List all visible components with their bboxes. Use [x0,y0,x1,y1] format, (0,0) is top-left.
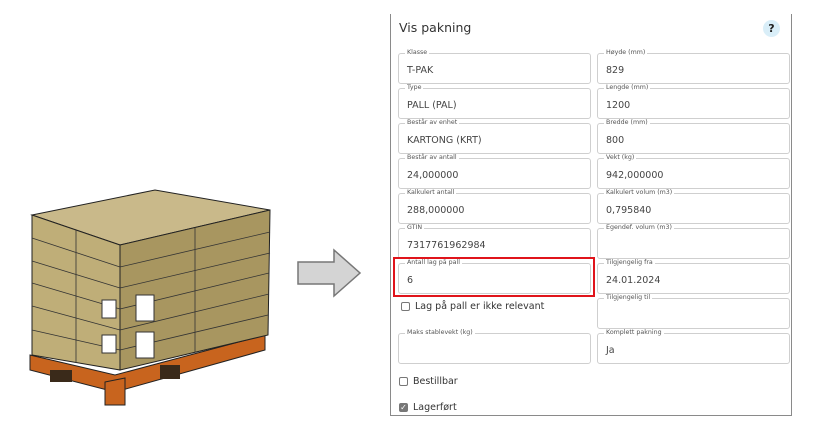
field-label: Høyde (mm) [604,49,648,57]
checkbox-lag-pa-pall-ikke-relevant[interactable]: Lag på pall er ikke relevant [401,301,544,312]
field-vekt[interactable]: Vekt (kg) 942,000000 [597,154,790,189]
highlight-box [393,257,595,297]
field-label: Bredde (mm) [604,119,650,127]
field-value: 7317761962984 [407,240,486,251]
field-value: PALL (PAL) [407,100,457,111]
field-label: Kalkulert antall [405,189,457,197]
field-label: Tilgjengelig til [604,294,653,302]
checkbox-box[interactable] [399,377,408,386]
checkbox-lagerfort[interactable]: ✓ Lagerført [399,402,457,413]
arrow-right-icon [297,248,362,298]
checkbox-label: Bestillbar [413,376,458,387]
field-value: 6 [407,275,414,286]
field-label: GTIN [405,224,425,232]
field-kalkulert-volum[interactable]: Kalkulert volum (m3) 0,795840 [597,189,790,224]
field-hoyde[interactable]: Høyde (mm) 829 [597,49,790,84]
field-label: Antall lag på pall [405,259,462,267]
field-label: Består av enhet [405,119,460,127]
checkmark-icon[interactable]: ✓ [399,402,408,412]
field-gtin[interactable]: GTIN 7317761962984 [398,224,591,259]
field-value: 288,000000 [407,205,465,216]
field-value: 24.01.2024 [606,275,661,286]
checkbox-label: Lag på pall er ikke relevant [415,301,545,312]
field-label: Maks stablevekt (kg) [405,329,475,337]
field-label: Tilgjengelig fra [604,259,655,267]
help-button[interactable]: ? [763,20,780,37]
field-bredde[interactable]: Bredde (mm) 800 [597,119,790,154]
checkbox-bestillbar[interactable]: Bestillbar [399,376,458,387]
checkbox-box[interactable] [401,302,410,311]
field-label: Type [405,84,424,92]
pallet-illustration [29,189,271,406]
field-bestar-av-antall[interactable]: Består av antall 24,000000 [398,154,591,189]
field-kalkulert-antall[interactable]: Kalkulert antall 288,000000 [398,189,591,224]
field-label: Består av antall [405,154,459,162]
field-maks-stablevekt[interactable]: Maks stablevekt (kg) [398,329,591,364]
field-label: Klasse [405,49,430,57]
field-value: T-PAK [407,65,434,76]
panel-title: Vis pakning [399,20,472,35]
checkbox-label: Lagerført [413,402,457,413]
field-label: Kalkulert volum (m3) [604,189,675,197]
field-value: 800 [606,135,625,146]
field-value: Ja [606,345,615,356]
field-value: 942,000000 [606,170,664,181]
field-value: 1200 [606,100,631,111]
field-tilgjengelig-til[interactable]: Tilgjengelig til [597,294,790,329]
field-lengde[interactable]: Lengde (mm) 1200 [597,84,790,119]
field-tilgjengelig-fra[interactable]: Tilgjengelig fra 24.01.2024 [597,259,790,294]
field-value: KARTONG (KRT) [407,135,482,146]
field-antall-lag-pa-pall[interactable]: Antall lag på pall 6 [398,259,591,294]
field-egendef-volum[interactable]: Egendef. volum (m3) [597,224,790,259]
field-value: 829 [606,65,625,76]
field-label: Komplett pakning [604,329,664,337]
field-label: Egendef. volum (m3) [604,224,674,232]
field-label: Lengde (mm) [604,84,651,92]
field-label: Vekt (kg) [604,154,637,162]
field-value: 0,795840 [606,205,652,216]
field-value: 24,000000 [407,170,459,181]
